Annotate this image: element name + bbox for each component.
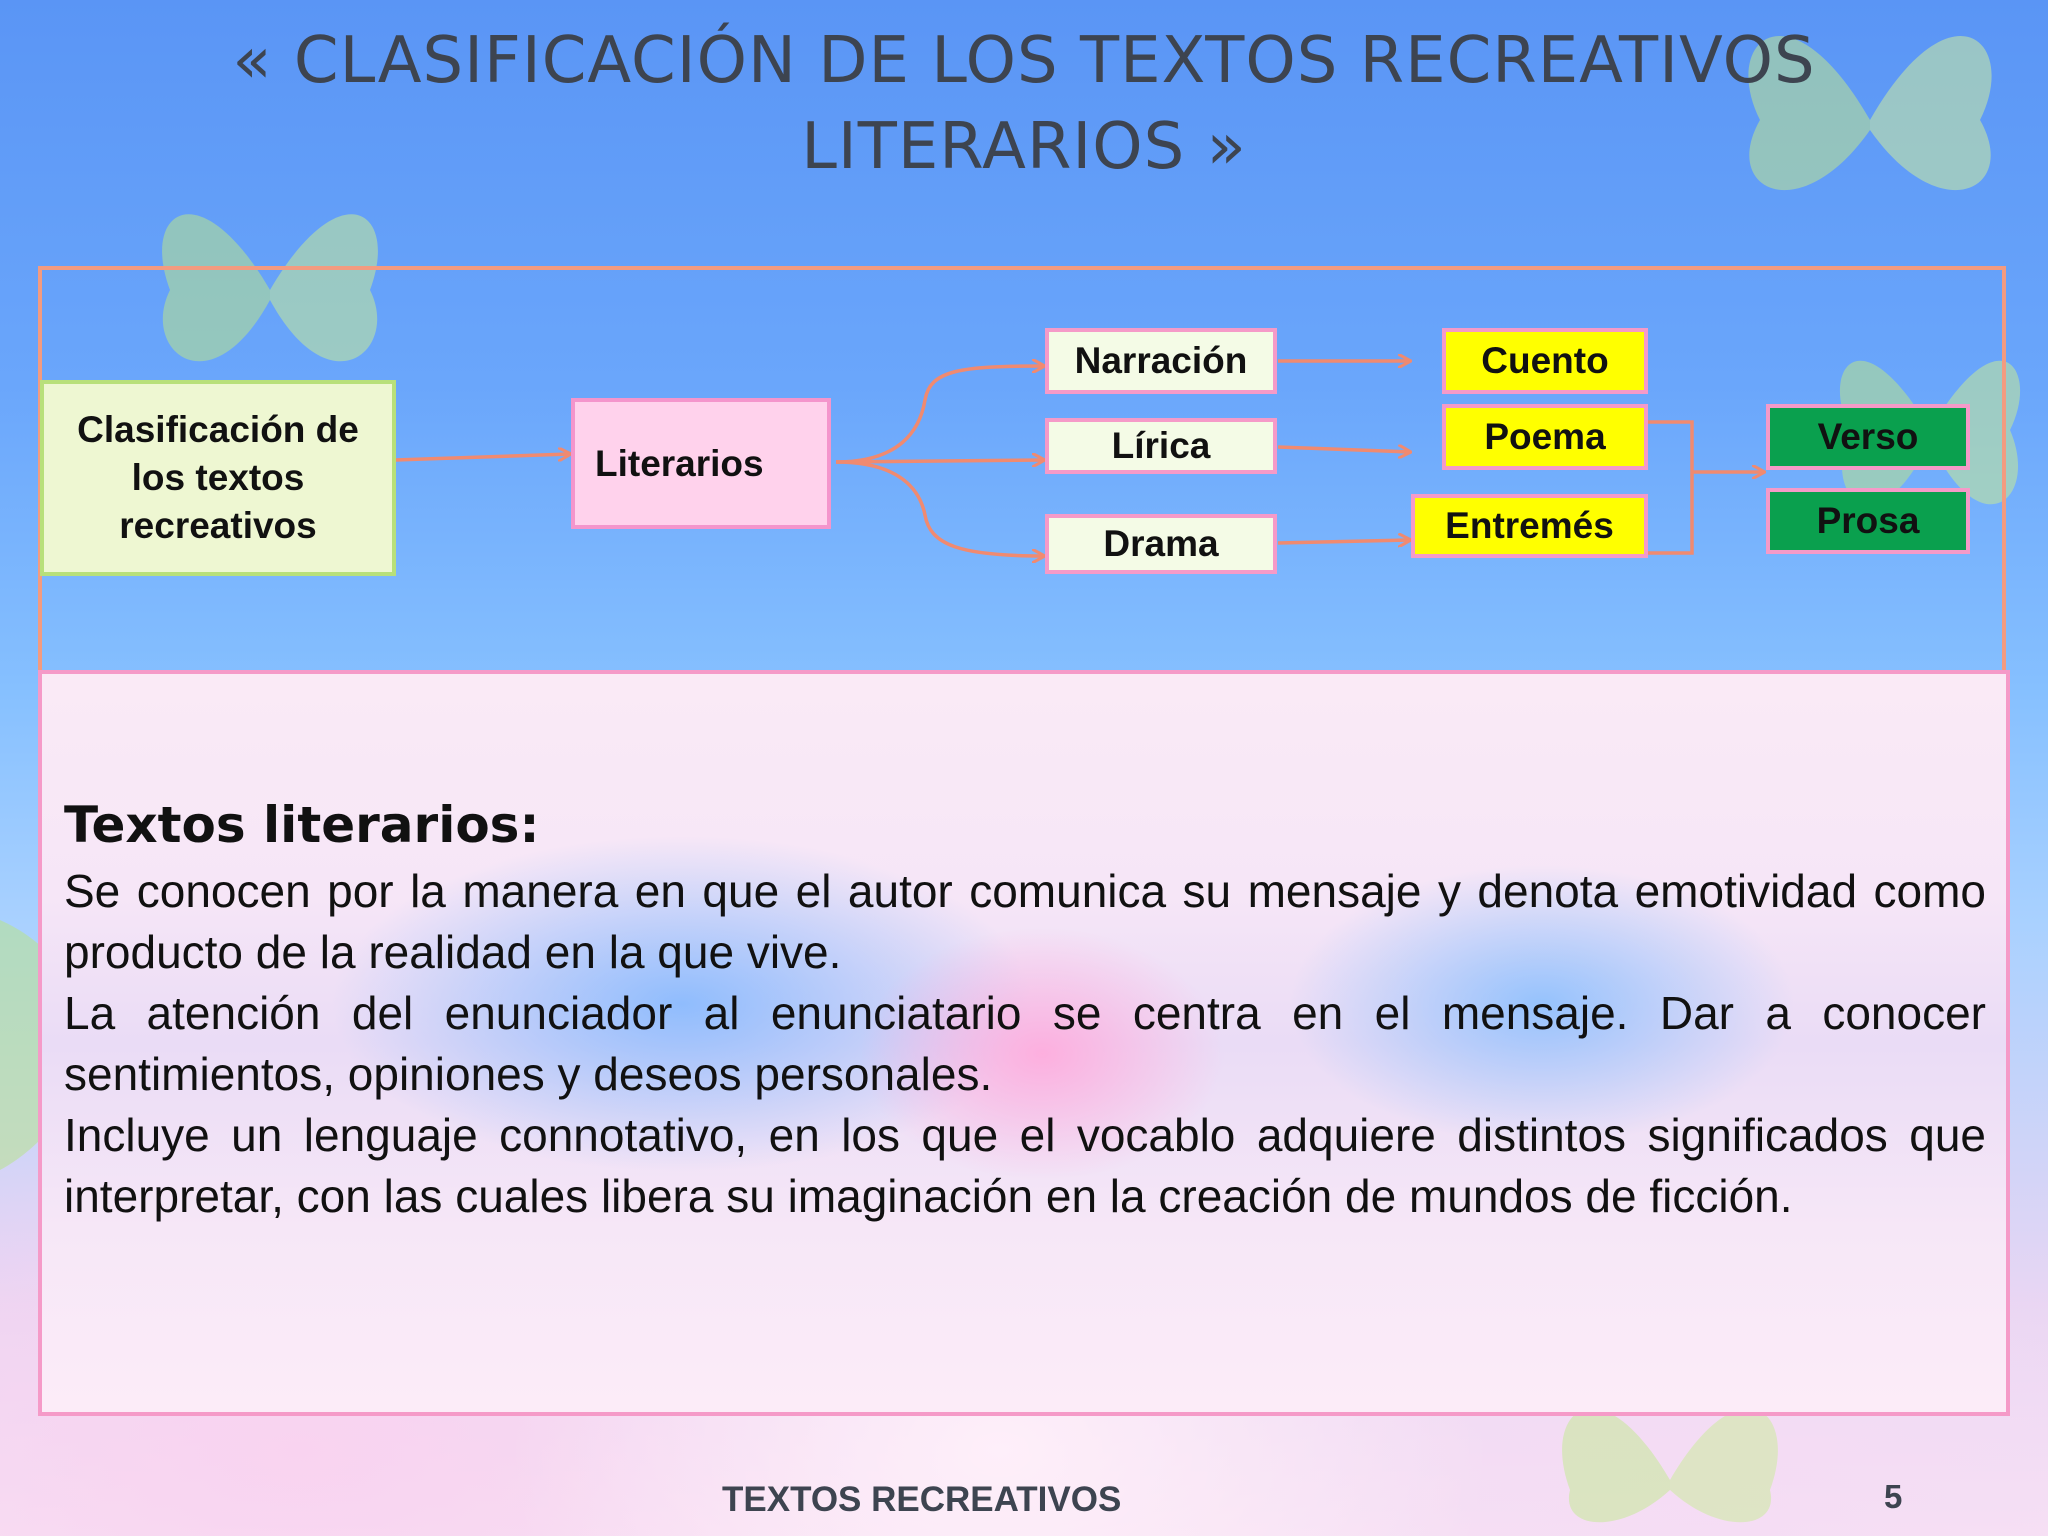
node-lirica: Lírica [1045,418,1277,474]
description-paragraph-2: La atención del enunciador al enunciatar… [64,987,1986,1100]
description-box: Textos literarios: Se conocen por la man… [38,670,2010,1416]
node-clasificacion-line2: los textos [131,457,305,498]
node-clasificacion-line1: Clasificación de [77,409,359,450]
page-number: 5 [1884,1478,1903,1515]
butterfly-decoration [1748,36,1992,191]
node-prosa-label: Prosa [1816,500,1920,541]
node-entremes-label: Entremés [1445,505,1614,546]
node-prosa: Prosa [1766,488,1970,554]
node-drama: Drama [1045,514,1277,574]
slide-title: « CLASIFICACIÓN DE LOS TEXTOS RECREATIVO… [0,18,2048,190]
node-lirica-label: Lírica [1111,425,1211,466]
node-clasificacion-line3: recreativos [119,505,317,546]
description-paragraph-3: Incluye un lenguaje connotativo, en los … [64,1109,1986,1222]
node-poema-label: Poema [1484,416,1606,457]
butterfly-decoration [162,214,378,362]
footer-title: TEXTOS RECREATIVOS [722,1480,1122,1519]
node-cuento-label: Cuento [1481,340,1609,381]
description-paragraph-1: Se conocen por la manera en que el autor… [64,865,1986,978]
title-line-2: LITERARIOS » [801,110,1247,184]
description-heading: Textos literarios: [64,796,540,854]
title-line-1: « CLASIFICACIÓN DE LOS TEXTOS RECREATIVO… [232,24,1816,98]
node-literarios: Literarios [571,398,831,529]
node-narracion: Narración [1045,328,1277,394]
butterfly-decoration [1562,1408,1778,1523]
node-clasificacion: Clasificación de los textos recreativos [40,380,396,576]
node-narracion-label: Narración [1074,340,1248,381]
node-entremes: Entremés [1411,494,1648,558]
node-verso: Verso [1766,404,1970,470]
node-cuento: Cuento [1442,328,1648,394]
node-poema: Poema [1442,404,1648,470]
node-verso-label: Verso [1817,416,1919,457]
node-literarios-label: Literarios [595,442,764,484]
node-drama-label: Drama [1103,523,1219,564]
